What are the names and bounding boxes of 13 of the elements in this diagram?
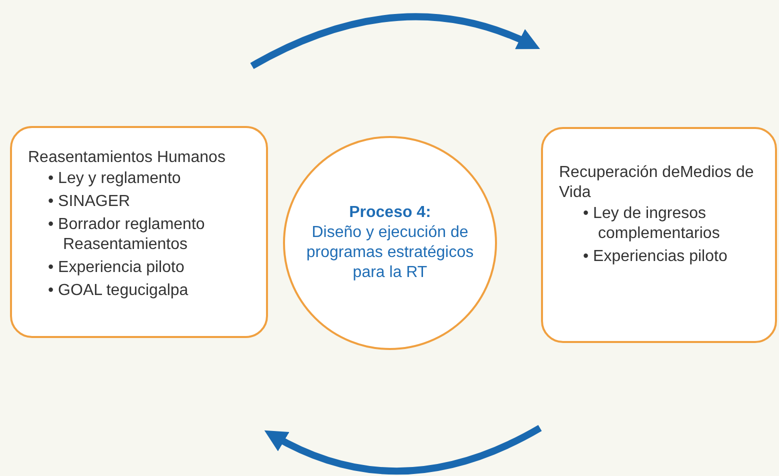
topic-box — [10, 126, 268, 338]
bullet-item: • Ley y reglamento — [48, 169, 182, 189]
bullet-item: • Experiencias piloto — [583, 247, 728, 267]
bullet-item: • SINAGER — [48, 192, 132, 212]
bullet-item: • GOAL tegucigalpa — [48, 281, 190, 301]
box-heading: Reasentamientos Humanos — [28, 148, 226, 168]
box-heading: Recuperación deMedios de Vida — [559, 163, 755, 203]
bullet-item: • Experiencia piloto — [48, 258, 186, 278]
topic-box — [541, 127, 777, 343]
bullet-item: • Ley de ingresos complementarios — [583, 204, 721, 244]
bullet-item: • Borrador reglamento Reasentamientos — [48, 215, 206, 255]
process-title: Proceso 4: — [349, 203, 431, 223]
process-description: Diseño y ejecución de programas estratégicos para la RT — [305, 223, 475, 283]
